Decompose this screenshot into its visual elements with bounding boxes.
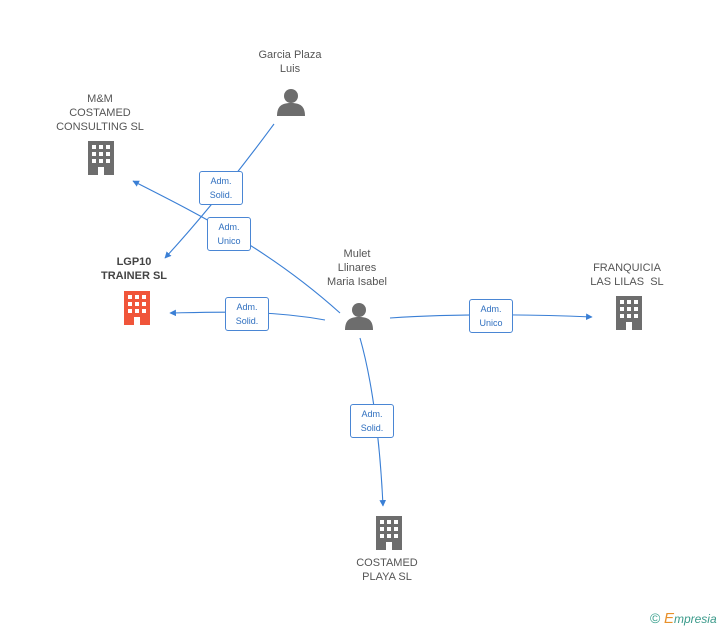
node-name-line: M&M [87, 93, 113, 105]
person-icon[interactable] [345, 302, 373, 330]
node-name-line: CONSULTING SL [56, 121, 144, 133]
node-name-line: Mulet [343, 248, 371, 260]
node-name-line: Garcia Plaza [258, 49, 322, 61]
relation-line: Solid. [360, 423, 384, 433]
node-name-line: FRANQUICIA [593, 262, 661, 274]
relation-label-mulet-lgp10[interactable]: Adm. Solid. [225, 297, 269, 331]
relation-label-mulet-mm[interactable]: Adm. Unico [207, 217, 251, 251]
node-label-garcia: Garcia Plaza Luis [240, 48, 340, 76]
relation-line: Solid. [209, 190, 233, 200]
node-name-line: Maria Isabel [327, 276, 387, 288]
relation-line: Adm. [218, 222, 240, 232]
relation-line: Adm. [236, 302, 258, 312]
node-label-mulet: Mulet Llinares Maria Isabel [307, 247, 407, 289]
relation-label-mulet-franquicia[interactable]: Adm. Unico [469, 299, 513, 333]
relation-line: Solid. [235, 316, 259, 326]
node-name-line: Luis [279, 63, 301, 75]
node-label-lgp10: LGP10 TRAINER SL [84, 255, 184, 283]
node-label-franquicia: FRANQUICIA LAS LILAS SL [577, 261, 677, 289]
building-icon[interactable] [614, 296, 644, 330]
building-icon[interactable] [374, 516, 404, 550]
node-label-mm: M&M COSTAMED CONSULTING SL [50, 92, 150, 134]
person-icon[interactable] [277, 88, 305, 116]
copyright-icon: © [650, 610, 661, 626]
relation-line: Adm. [361, 409, 383, 419]
relation-label-garcia-lgp10[interactable]: Adm. Solid. [199, 171, 243, 205]
relation-label-mulet-playa[interactable]: Adm. Solid. [350, 404, 394, 438]
relation-line: Unico [217, 236, 241, 246]
building-icon[interactable] [122, 291, 152, 325]
node-name-line: LGP10 [116, 256, 152, 268]
relation-line: Adm. [480, 304, 502, 314]
brand-logo-initial: E [663, 610, 674, 627]
building-icon[interactable] [86, 141, 116, 175]
relation-line: Unico [479, 318, 503, 328]
node-name-line: Llinares [337, 262, 377, 274]
node-name-line: TRAINER SL [101, 270, 167, 282]
node-name-line: PLAYA SL [362, 571, 412, 583]
node-label-playa: COSTAMED PLAYA SL [337, 556, 437, 584]
brand-footer: © Empresia [650, 610, 717, 627]
node-name-line: LAS LILAS SL [590, 276, 664, 288]
brand-logo-text: mpresia [673, 612, 717, 626]
node-name-line: COSTAMED [69, 107, 131, 119]
node-name-line: COSTAMED [356, 557, 418, 569]
relation-line: Adm. [210, 176, 232, 186]
